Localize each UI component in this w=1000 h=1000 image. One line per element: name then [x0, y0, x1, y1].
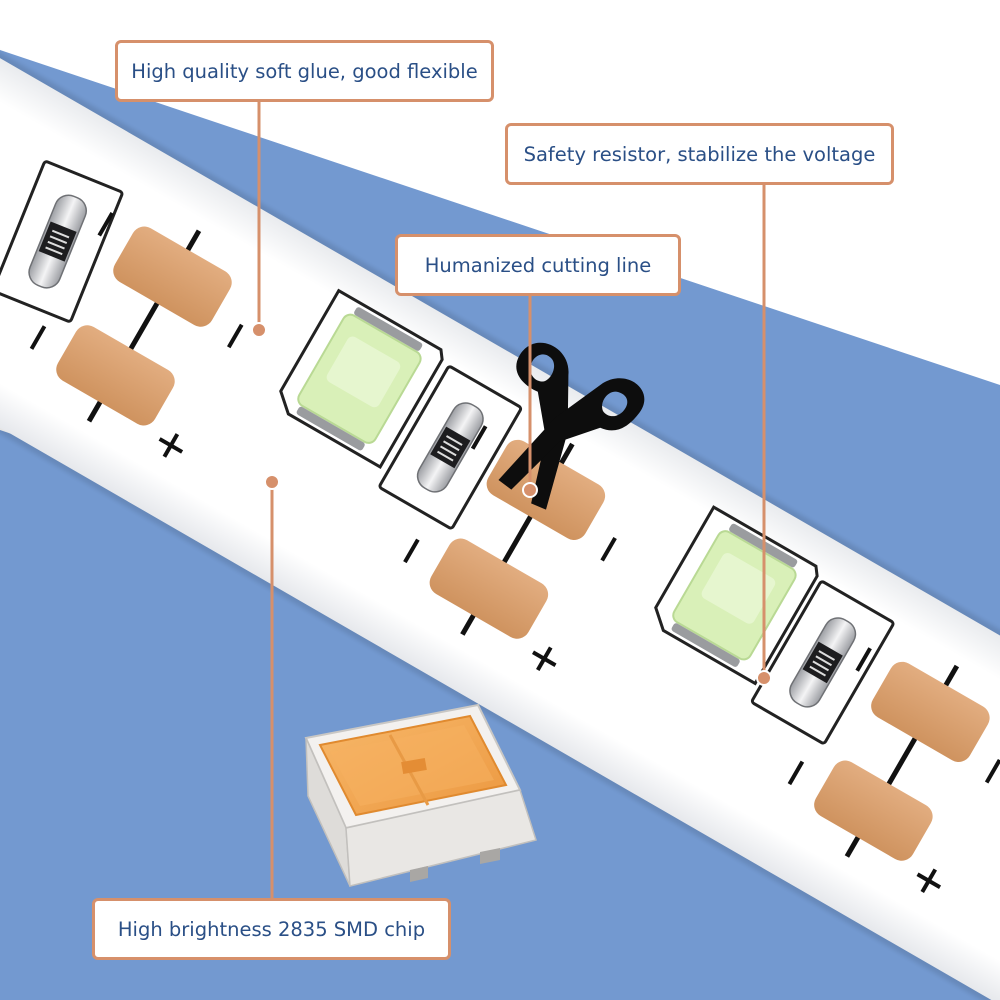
- leader-lines: [257, 100, 766, 900]
- leader-dots: [251, 322, 772, 686]
- callout-safety-resistor: Safety resistor, stabilize the voltage: [505, 123, 894, 185]
- callout-cutting-line: Humanized cutting line: [395, 234, 681, 296]
- smd-chip-icon: [304, 703, 537, 887]
- callout-soft-glue: High quality soft glue, good flexible: [115, 40, 494, 102]
- callout-smd-chip: High brightness 2835 SMD chip: [92, 898, 451, 960]
